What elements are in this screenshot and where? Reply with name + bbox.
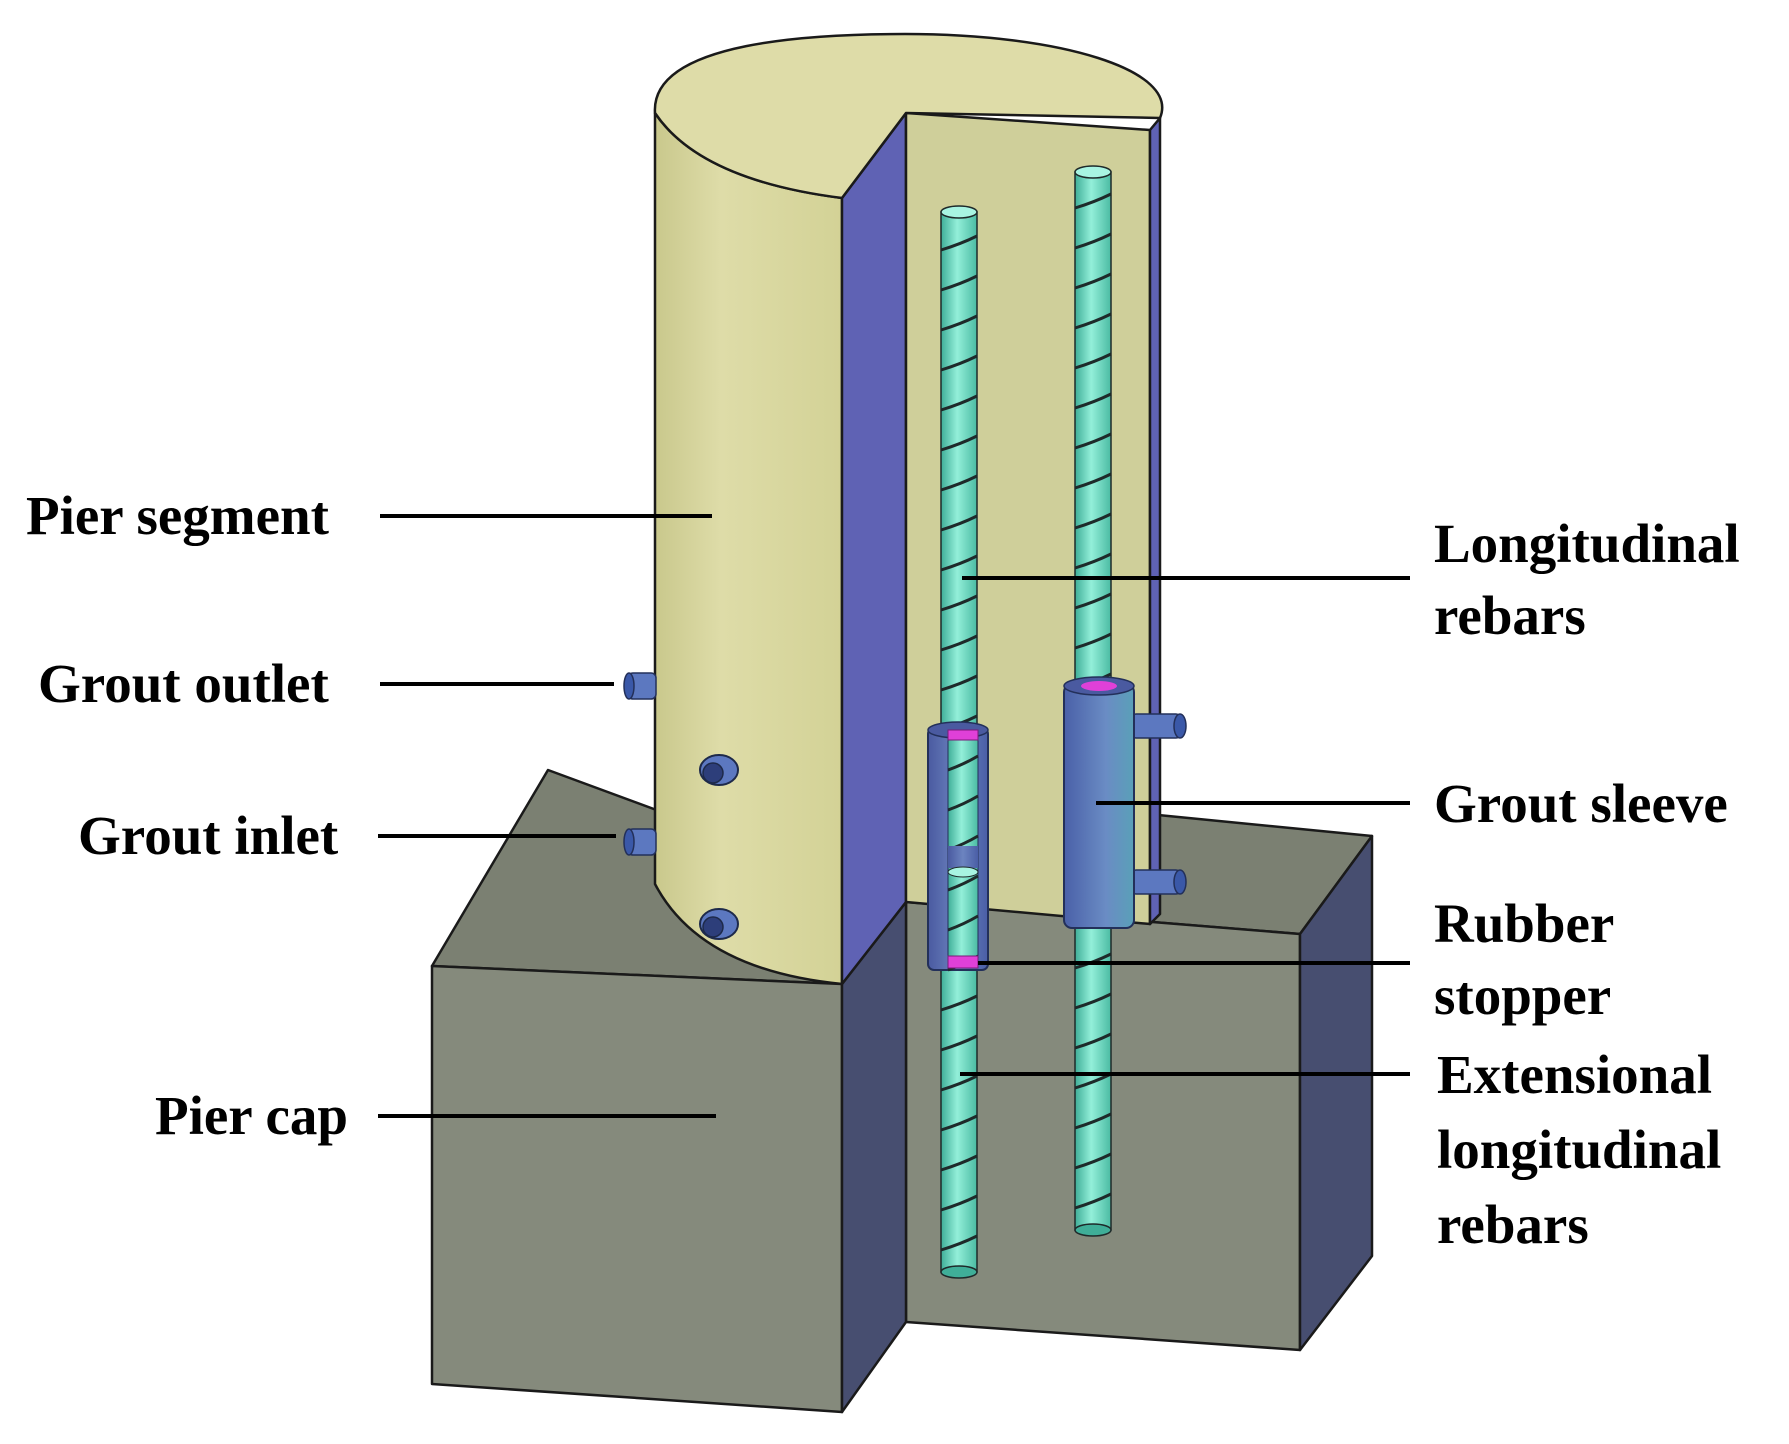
rebar-right-helix bbox=[1074, 192, 1112, 1210]
rebar-rib bbox=[940, 1114, 978, 1132]
pier-cap-cut-side-face bbox=[840, 900, 908, 1414]
sleeve-top-stopper bbox=[1081, 681, 1117, 691]
front-port-upper-inner bbox=[702, 762, 724, 784]
sleeve-body bbox=[1063, 683, 1135, 929]
rebar-rib bbox=[1074, 1112, 1112, 1130]
rebar-rib bbox=[947, 874, 979, 892]
rebar-rib bbox=[947, 754, 979, 772]
rebar-rib bbox=[1074, 1192, 1112, 1210]
pier-segment-body bbox=[653, 111, 844, 986]
label-extensional-rebars-line3: rebars bbox=[1437, 1194, 1589, 1255]
rebar-rib bbox=[1074, 592, 1112, 610]
rebar-rib bbox=[1074, 352, 1112, 370]
front-port-lower-inner bbox=[702, 916, 724, 938]
grout-outlet-port bbox=[623, 672, 657, 700]
rebar-rib bbox=[940, 354, 978, 372]
rubber-stopper-top bbox=[947, 729, 979, 741]
rebar-rib bbox=[940, 1074, 978, 1092]
rebar-rib bbox=[940, 554, 978, 572]
sleeve-cut-gap bbox=[948, 846, 978, 868]
rebar-rib bbox=[1074, 1152, 1112, 1170]
rebar-rib bbox=[1074, 552, 1112, 570]
rebar-rib bbox=[1074, 232, 1112, 250]
sleeve-port-upper bbox=[1131, 713, 1181, 739]
label-longitudinal-rebars-line2: rebars bbox=[1434, 585, 1586, 646]
label-grout-outlet: Grout outlet bbox=[38, 653, 329, 714]
rebar-rib bbox=[1074, 272, 1112, 290]
grout-ports bbox=[623, 672, 739, 940]
rebar-rib bbox=[940, 234, 978, 252]
pier-segment-top-face bbox=[653, 32, 1164, 200]
rebar-rib bbox=[940, 1194, 978, 1212]
labels: Pier segment Grout outlet Grout inlet Pi… bbox=[26, 485, 1740, 1255]
rubber-stopper-bottom bbox=[947, 955, 979, 969]
grout-inlet-end bbox=[623, 828, 635, 856]
rebar-rib bbox=[940, 274, 978, 292]
label-extensional-rebars-line2: longitudinal bbox=[1437, 1119, 1721, 1180]
rebar-rib bbox=[940, 594, 978, 612]
rebar-rib bbox=[1074, 992, 1112, 1010]
label-grout-inlet: Grout inlet bbox=[78, 805, 339, 866]
label-rubber-stopper-line2: stopper bbox=[1434, 965, 1611, 1026]
rebar-rib bbox=[940, 634, 978, 652]
rebar-rib bbox=[1074, 512, 1112, 530]
rebar-rib bbox=[1074, 632, 1112, 650]
label-longitudinal-rebars-line1: Longitudinal bbox=[1434, 513, 1740, 574]
label-pier-cap: Pier cap bbox=[155, 1085, 348, 1146]
sleeve-port-upper-end bbox=[1173, 713, 1187, 739]
sleeve-port-lower bbox=[1131, 869, 1181, 895]
rebar-rib bbox=[940, 314, 978, 332]
rebar-rib bbox=[940, 994, 978, 1012]
rebar-rib bbox=[940, 1034, 978, 1052]
pier-segment-cut-side bbox=[840, 111, 908, 986]
front-port-upper bbox=[699, 754, 739, 786]
rebar-right-bottom-end bbox=[1074, 1223, 1112, 1237]
rebar-rib bbox=[1074, 472, 1112, 490]
sleeve-port-lower-end bbox=[1173, 869, 1187, 895]
rebar-rib bbox=[1074, 392, 1112, 410]
sleeve-cut-inner-rebar-top bbox=[947, 866, 979, 878]
pier-cap-front-face bbox=[430, 964, 844, 1414]
grout-sleeve-cut bbox=[927, 721, 989, 972]
label-rubber-stopper-line1: Rubber bbox=[1434, 893, 1614, 954]
rebar-left-top-end bbox=[940, 205, 978, 219]
rebar-rib bbox=[1074, 312, 1112, 330]
rebar-rib bbox=[947, 914, 979, 932]
rebar-rib bbox=[940, 434, 978, 452]
label-extensional-rebars-line1: Extensional bbox=[1437, 1044, 1712, 1105]
grout-inlet-port bbox=[623, 828, 657, 856]
rebar-left-bottom-end bbox=[940, 1265, 978, 1279]
rebar-right-top-end bbox=[1074, 165, 1112, 179]
grout-outlet-end bbox=[623, 672, 635, 700]
rebar-rib bbox=[940, 394, 978, 412]
front-port-lower bbox=[699, 908, 739, 940]
label-grout-sleeve: Grout sleeve bbox=[1434, 773, 1728, 834]
label-pier-segment: Pier segment bbox=[26, 485, 330, 546]
rebar-rib bbox=[1074, 432, 1112, 450]
rebar-rib bbox=[940, 1154, 978, 1172]
rebar-rib bbox=[940, 1234, 978, 1252]
rebar-rib bbox=[940, 674, 978, 692]
rebar-rib bbox=[1074, 192, 1112, 210]
grout-sleeve bbox=[1063, 676, 1187, 929]
rebar-rib bbox=[940, 514, 978, 532]
rebar-rib bbox=[940, 474, 978, 492]
rebar-rib bbox=[1074, 1032, 1112, 1050]
rebar-rib bbox=[947, 794, 979, 812]
leader-lines bbox=[378, 514, 1410, 1118]
